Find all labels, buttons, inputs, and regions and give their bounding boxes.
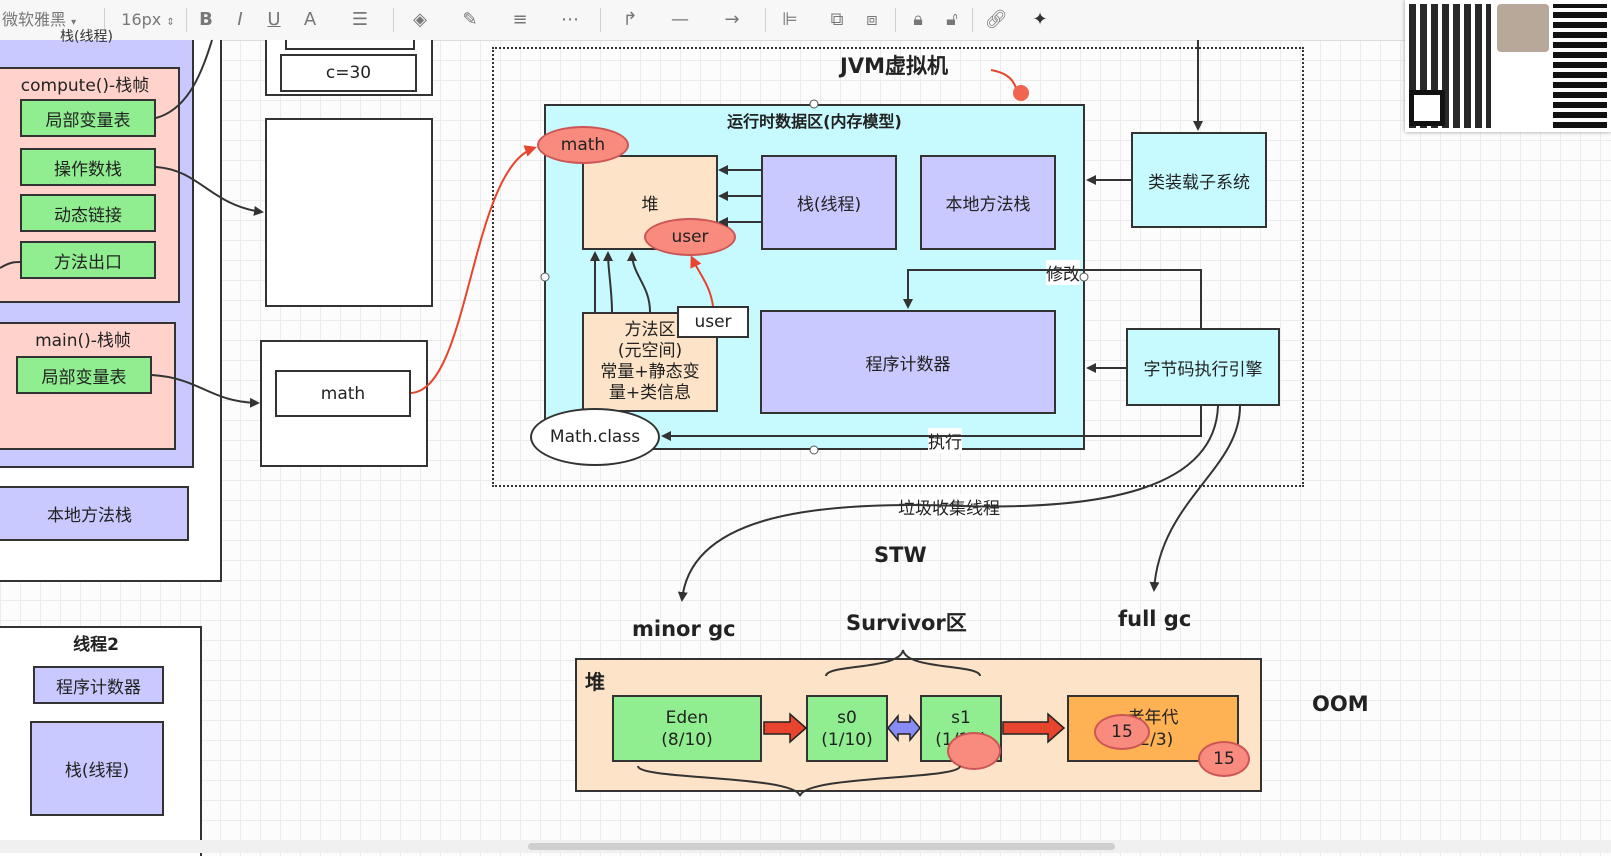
jvm-native-method-stack[interactable]: 本地方法栈 bbox=[920, 155, 1056, 250]
math-ellipse[interactable]: math bbox=[537, 126, 629, 164]
connector-icon[interactable]: ↱ bbox=[622, 9, 638, 30]
toolbar-divider bbox=[972, 8, 973, 32]
horizontal-scrollbar-thumb[interactable] bbox=[528, 843, 1115, 850]
toolbar: 微软雅黑 ▾ 16px ⇕ B I U A ☰ ◈ ✎ ≡ ⋯ ↱ — → ⊫ … bbox=[0, 0, 1611, 41]
dynamic-linking[interactable]: 动态链接 bbox=[20, 194, 156, 232]
jvm-stack[interactable]: 栈(线程) bbox=[761, 155, 897, 250]
magic-wand-icon[interactable]: ✦ bbox=[1032, 9, 1048, 30]
toolbar-divider bbox=[600, 8, 601, 32]
class-loader-subsystem[interactable]: 类装载子系统 bbox=[1131, 132, 1267, 228]
age-badge-2[interactable]: 15 bbox=[1198, 741, 1250, 777]
font-size-value: 16px bbox=[121, 10, 162, 29]
italic-icon[interactable]: I bbox=[237, 9, 243, 30]
oom-label: OOM bbox=[1312, 692, 1369, 716]
jvm-program-counter[interactable]: 程序计数器 bbox=[760, 310, 1056, 414]
arrow-style-icon[interactable]: → bbox=[724, 9, 740, 30]
toolbar-divider bbox=[895, 8, 896, 32]
qr-code-pattern bbox=[1553, 4, 1607, 128]
stw-label: STW bbox=[874, 543, 927, 567]
age-badge-1[interactable]: 15 bbox=[1094, 714, 1150, 750]
align-icon[interactable]: ☰ bbox=[351, 9, 369, 30]
line-style-icon[interactable]: — bbox=[671, 9, 689, 30]
qr-corner-marker bbox=[1409, 90, 1445, 126]
toolbar-divider bbox=[765, 8, 766, 32]
eden-space[interactable]: Eden (8/10) bbox=[612, 695, 762, 762]
operand-stack[interactable]: 操作数栈 bbox=[20, 148, 156, 186]
stepper-icon: ⇕ bbox=[166, 17, 175, 28]
main-frame-title: main()-栈帧 bbox=[35, 331, 131, 351]
webcam-avatar bbox=[1497, 4, 1549, 52]
method-exit[interactable]: 方法出口 bbox=[20, 241, 156, 279]
user-ellipse[interactable]: user bbox=[644, 218, 736, 256]
left-native-method-stack[interactable]: 本地方法栈 bbox=[0, 486, 189, 541]
math-class-ellipse[interactable]: Math.class bbox=[530, 408, 660, 466]
stack-thread-title: 栈(线程) bbox=[60, 29, 113, 45]
bold-icon[interactable]: B bbox=[199, 9, 213, 30]
send-back-icon[interactable]: ⧈ bbox=[866, 9, 878, 30]
full-gc-label: full gc bbox=[1118, 607, 1192, 631]
execute-label: 执行 bbox=[928, 428, 962, 453]
font-family-value: 微软雅黑 bbox=[2, 10, 67, 29]
survivor-label: Survivor区 bbox=[846, 611, 967, 635]
gc-thread-label: 垃圾收集线程 bbox=[898, 494, 1000, 519]
lock-icon[interactable]: 🔒︎ bbox=[913, 9, 923, 30]
toolbar-divider bbox=[186, 8, 187, 32]
compute-frame-title: compute()-栈帧 bbox=[20, 76, 150, 96]
thread2-title: 线程2 bbox=[73, 635, 119, 655]
align-objects-icon[interactable]: ⊫ bbox=[782, 9, 798, 30]
thread2-stack[interactable]: 栈(线程) bbox=[30, 721, 164, 816]
jvm-title: JVM虚拟机 bbox=[840, 54, 948, 78]
math-reference-box[interactable]: math bbox=[275, 370, 411, 417]
line-width-icon[interactable]: ≡ bbox=[512, 9, 528, 30]
fill-color-icon[interactable]: ◈ bbox=[413, 9, 427, 30]
overlay-panel bbox=[1405, 0, 1611, 132]
bytecode-execution-engine[interactable]: 字节码执行引擎 bbox=[1126, 328, 1280, 406]
unlock-icon[interactable]: 🔓︎ bbox=[946, 9, 958, 30]
link-icon[interactable]: 🔗︎ bbox=[984, 9, 1008, 30]
survivor-s0[interactable]: s0 (1/10) bbox=[806, 695, 888, 762]
method-area[interactable]: 方法区 (元空间) 常量+静态变 量+类信息 bbox=[582, 312, 718, 412]
font-size-stepper[interactable]: 16px ⇕ bbox=[118, 6, 178, 34]
user-box[interactable]: user bbox=[677, 306, 749, 338]
main-local-variable-table[interactable]: 局部变量表 bbox=[16, 356, 152, 394]
var-c-box[interactable]: c=30 bbox=[280, 54, 417, 92]
dash-style-icon[interactable]: ⋯ bbox=[561, 9, 579, 30]
local-variable-table[interactable]: 局部变量表 bbox=[20, 99, 156, 137]
partial-var-box bbox=[285, 40, 415, 50]
gc-heap-title: 堆 bbox=[585, 670, 605, 694]
line-color-icon[interactable]: ✎ bbox=[462, 9, 478, 30]
empty-object-box bbox=[265, 118, 433, 307]
runtime-area-title: 运行时数据区(内存模型) bbox=[727, 112, 902, 131]
minor-gc-label: minor gc bbox=[632, 617, 736, 641]
toolbar-divider bbox=[104, 8, 105, 32]
thread2-program-counter[interactable]: 程序计数器 bbox=[33, 666, 164, 704]
modify-label: 修改 bbox=[1046, 260, 1080, 285]
horizontal-scrollbar-track[interactable] bbox=[0, 840, 1611, 853]
chevron-down-icon: ▾ bbox=[71, 17, 77, 28]
bring-front-icon[interactable]: ⧉ bbox=[830, 9, 844, 30]
font-color-icon[interactable]: A bbox=[303, 9, 317, 30]
font-family-select[interactable]: 微软雅黑 ▾ bbox=[0, 6, 92, 34]
underline-icon[interactable]: U bbox=[267, 9, 281, 30]
object-ellipse-s1[interactable] bbox=[947, 732, 1001, 770]
toolbar-divider bbox=[393, 8, 394, 32]
